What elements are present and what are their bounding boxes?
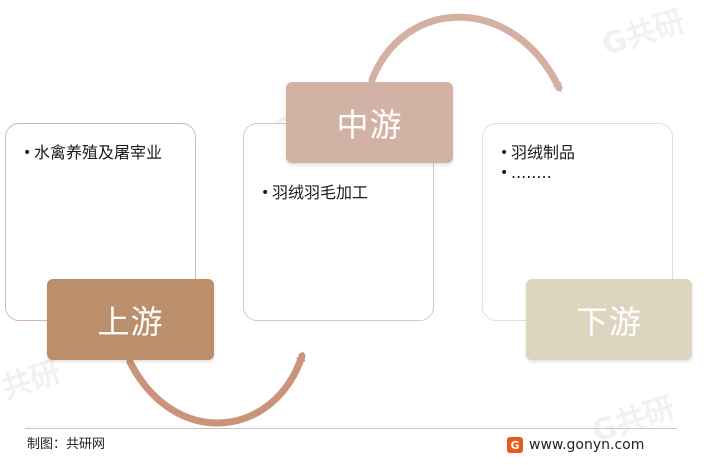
midstream-items: 羽绒羽毛加工: [261, 183, 426, 203]
upstream-items: 水禽养殖及屠宰业: [23, 143, 183, 163]
downstream-label: 下游: [526, 279, 692, 360]
gonyn-logo-icon: G: [507, 437, 523, 453]
watermark: G共研: [597, 3, 690, 64]
footer-divider: [25, 428, 677, 429]
upstream-label: 上游: [47, 279, 214, 360]
footer-url[interactable]: www.gonyn.com: [529, 437, 645, 453]
downstream-items: 羽绒制品 ........: [500, 143, 665, 183]
footer-source: 制图：共研网: [27, 437, 106, 452]
midstream-card: 羽绒羽毛加工: [243, 123, 434, 321]
midstream-item: 羽绒羽毛加工: [261, 183, 426, 203]
footer-brand: G www.gonyn.com: [507, 435, 644, 455]
arrow-midstream-to-downstream: [368, 13, 563, 93]
upstream-item: 水禽养殖及屠宰业: [23, 143, 183, 163]
downstream-item: ........: [500, 163, 665, 183]
downstream-item: 羽绒制品: [500, 143, 665, 163]
arrow-upstream-to-midstream: [126, 351, 306, 427]
midstream-label: 中游: [286, 82, 453, 163]
